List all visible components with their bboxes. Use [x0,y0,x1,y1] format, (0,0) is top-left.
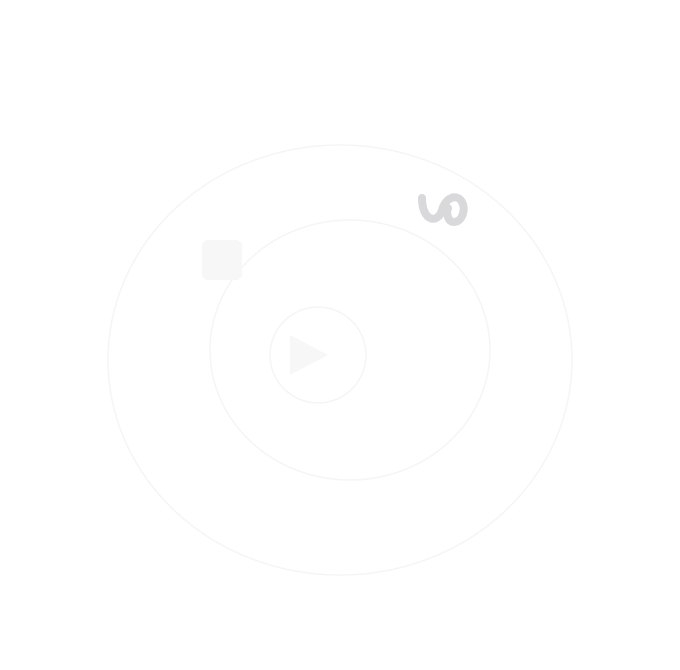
app-tile-icon [202,240,242,280]
webex-logo-icon [418,193,468,227]
inner-ring [269,306,367,404]
middle-ring [209,219,491,481]
outer-ring [107,144,573,576]
play-icon [290,335,328,375]
